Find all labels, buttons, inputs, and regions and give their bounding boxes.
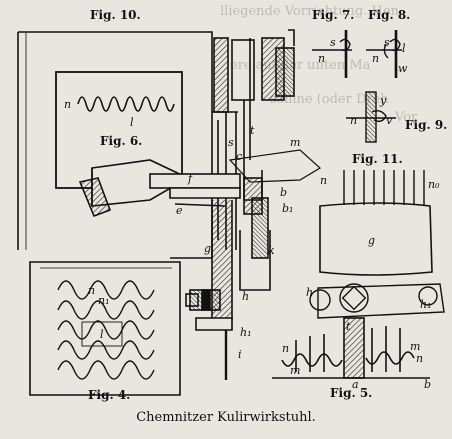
label-l-fig4: l (100, 328, 104, 341)
fig-7-label: Fig. 7. (312, 8, 355, 22)
fig-7-8-drawing (312, 30, 402, 78)
label-n-fig6: n (64, 98, 71, 111)
label-c: c (236, 150, 242, 163)
fig-4-drawing (57, 280, 155, 380)
label-t: t (250, 124, 255, 137)
fig-9-label: Fig. 9. (405, 118, 448, 132)
label-n-fig7: n (318, 52, 325, 65)
label-a-fig5: a (352, 378, 359, 391)
label-m2-fig5: m (410, 340, 420, 353)
bleed-text-1: lliegende Vorrichtung. Hen (220, 4, 399, 19)
label-b-fig5: b (424, 378, 431, 391)
label-g-fig11: g (368, 234, 375, 247)
label-v-fig9: v (386, 114, 393, 127)
label-b: b (280, 186, 287, 199)
fig-9-drawing (346, 91, 396, 143)
label-s-fig8: s (384, 36, 390, 49)
label-h: h (242, 290, 249, 303)
label-n2-fig5: n (416, 352, 423, 365)
fig-5-label: Fig. 5. (330, 386, 373, 400)
label-b1: b₁ (282, 202, 293, 215)
fig-5-drawing (272, 317, 430, 379)
label-l-fig6: l (130, 116, 134, 129)
label-g: g (204, 242, 211, 255)
label-n0-fig11: n₀ (428, 178, 440, 191)
label-m: m (290, 136, 300, 149)
label-i: i (238, 348, 242, 361)
label-n-fig9: n (350, 114, 357, 127)
fig-11-drawing (309, 170, 445, 319)
fig-6-label: Fig. 6. (100, 134, 143, 148)
label-e: e (176, 204, 183, 217)
bleed-text-4: Vor (395, 110, 418, 125)
label-h-fig11: h (306, 286, 313, 299)
fig-11-label: Fig. 11. (352, 152, 403, 166)
label-n-fig5: n (282, 342, 289, 355)
plate-caption: Chemnitzer Kulirwirkstuhl. (136, 410, 316, 425)
label-t-fig5: t (346, 320, 351, 333)
label-h1-fig11: h₁ (420, 298, 432, 311)
label-m-fig5: m (290, 364, 300, 377)
letter-annotations: n l t m s c f e b b₁ g k h h₁ i n n₁ l s… (64, 36, 440, 391)
label-l-fig8: l (402, 42, 406, 55)
label-h1: h₁ (240, 326, 252, 339)
fig-6-drawing (77, 96, 175, 112)
bleed-text-3: schine (oder Dreh (270, 92, 389, 107)
label-n-fig8: n (372, 52, 379, 65)
label-n-fig11: n (320, 174, 327, 187)
label-w-fig8: w (398, 62, 408, 75)
label-n-fig4: n (88, 284, 95, 297)
label-f: f (187, 172, 194, 185)
fig-10-label: Fig. 10. (90, 8, 141, 22)
label-y-fig9: y (379, 94, 387, 107)
fig-10-drawing (17, 29, 322, 396)
label-s: s (228, 136, 234, 149)
fig-8-label: Fig. 8. (368, 8, 411, 22)
label-n1-fig4: n₁ (98, 294, 110, 307)
label-s-fig7: s (330, 36, 336, 49)
label-k: k (268, 244, 275, 257)
